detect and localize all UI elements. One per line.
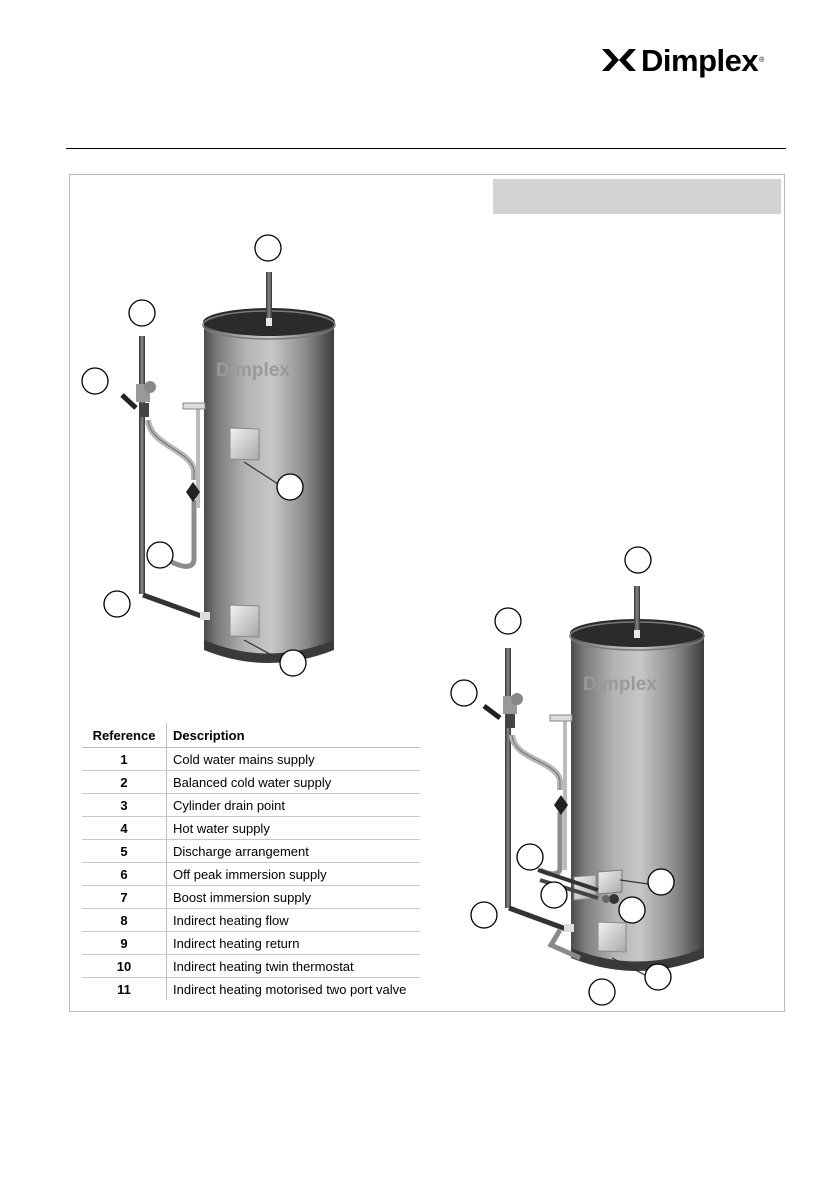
cylinder-right: Dimplex bbox=[482, 586, 705, 976]
reference-cell: 1 bbox=[82, 747, 167, 771]
header-rule bbox=[66, 148, 786, 149]
table-row: 11 Indirect heating motorised two port va… bbox=[82, 977, 420, 1000]
callout-circle bbox=[647, 868, 675, 896]
reference-cell: 2 bbox=[82, 770, 167, 794]
callout-circle bbox=[254, 234, 282, 262]
table-header-row: Reference Description bbox=[82, 723, 420, 748]
dimplex-logo-mark-icon bbox=[602, 49, 636, 71]
logo-text: Dimplex bbox=[641, 42, 759, 78]
cylinder-right-brand: Dimplex bbox=[583, 674, 657, 695]
reference-cell: 8 bbox=[82, 908, 167, 932]
description-cell: Balanced cold water supply bbox=[166, 770, 420, 794]
description-cell: Indirect heating return bbox=[166, 931, 420, 955]
reference-cell: 5 bbox=[82, 839, 167, 863]
logo-registered-mark: ® bbox=[759, 56, 765, 64]
reference-cell: 7 bbox=[82, 885, 167, 909]
callout-circle bbox=[103, 590, 131, 618]
reference-cell: 6 bbox=[82, 862, 167, 886]
callout-circle bbox=[516, 843, 544, 871]
callout-circle bbox=[470, 901, 498, 929]
description-cell: Hot water supply bbox=[166, 816, 420, 840]
reference-cell: 10 bbox=[82, 954, 167, 978]
reference-cell: 9 bbox=[82, 931, 167, 955]
reference-cell: 4 bbox=[82, 816, 167, 840]
callout-circle bbox=[276, 473, 304, 501]
callout-circle bbox=[279, 649, 307, 677]
callout-circle bbox=[624, 546, 652, 574]
callout-circle bbox=[494, 607, 522, 635]
column-header-description: Description bbox=[166, 723, 420, 748]
callout-circle bbox=[450, 679, 478, 707]
description-cell: Cylinder drain point bbox=[166, 793, 420, 817]
description-cell: Indirect heating twin thermostat bbox=[166, 954, 420, 978]
callout-circle bbox=[81, 367, 109, 395]
callout-circle bbox=[618, 896, 646, 924]
callout-circle bbox=[146, 541, 174, 569]
dimplex-logo: Dimplex® bbox=[600, 42, 786, 78]
description-cell: Cold water mains supply bbox=[166, 747, 420, 771]
description-cell: Off peak immersion supply bbox=[166, 862, 420, 886]
description-cell: Discharge arrangement bbox=[166, 839, 420, 863]
callout-circle bbox=[128, 299, 156, 327]
reference-cell: 11 bbox=[82, 977, 167, 1000]
callout-circle bbox=[644, 963, 672, 991]
figure-caption-bar bbox=[493, 179, 781, 214]
callout-circle bbox=[588, 978, 616, 1006]
description-cell: Boost immersion supply bbox=[166, 885, 420, 909]
column-header-reference: Reference bbox=[82, 723, 167, 748]
description-cell: Indirect heating flow bbox=[166, 908, 420, 932]
figure-frame bbox=[69, 174, 785, 1012]
cylinder-left: Dimplex bbox=[120, 272, 336, 663]
callout-circle bbox=[540, 881, 568, 909]
cylinder-left-brand: Dimplex bbox=[216, 360, 290, 381]
reference-cell: 3 bbox=[82, 793, 167, 817]
description-cell: Indirect heating motorised two port valv… bbox=[173, 981, 407, 997]
